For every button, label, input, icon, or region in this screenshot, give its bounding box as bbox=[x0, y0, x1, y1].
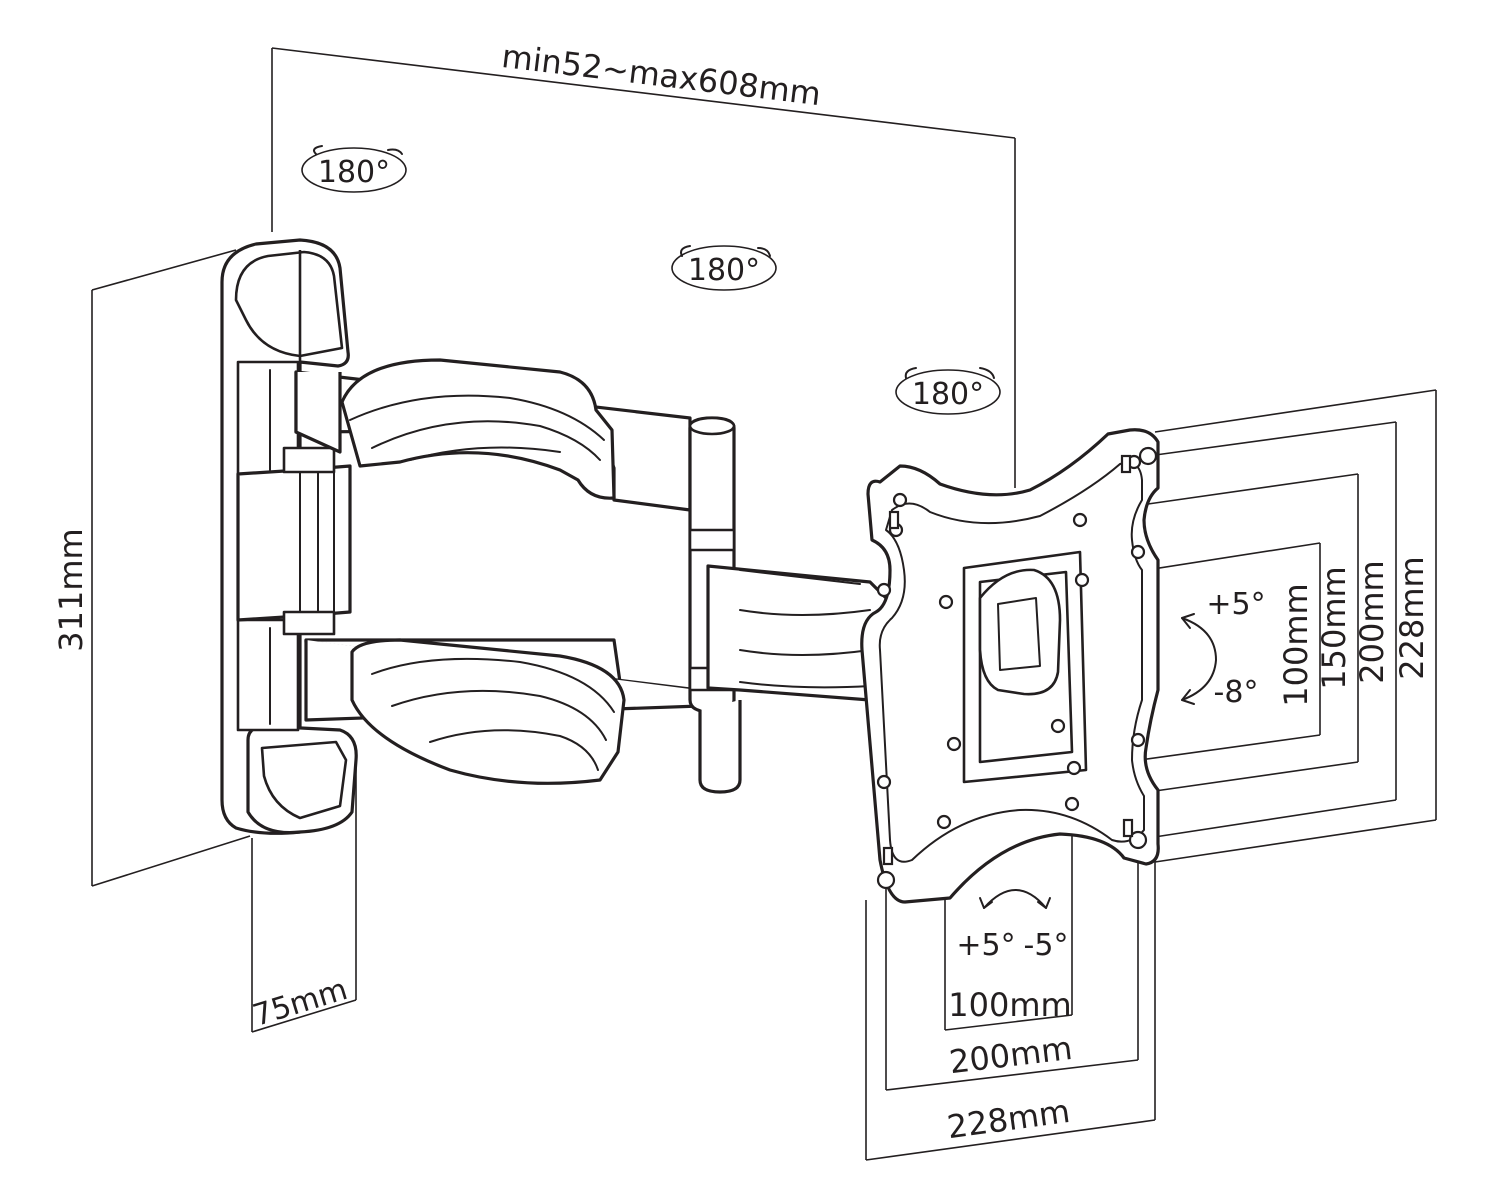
vesa-h-100-label: 100mm bbox=[948, 986, 1071, 1024]
head-pivot-rotation-label: 180° bbox=[912, 377, 984, 412]
swivel-plus-label: +5° bbox=[956, 928, 1015, 963]
rotation-arrows bbox=[301, 145, 1217, 909]
upper-arm bbox=[294, 358, 692, 512]
labels: min52~max608mm 311mm 75mm 180° 180° 180°… bbox=[52, 37, 1431, 1146]
middle-pivot-rotation-label: 180° bbox=[688, 253, 760, 288]
depth-label: 75mm bbox=[249, 972, 352, 1034]
swivel-minus-label: -5° bbox=[1024, 928, 1069, 963]
middle-pivot-rotation-ellipse bbox=[671, 245, 777, 291]
wall-pivot-block bbox=[236, 446, 352, 636]
vesa-h-200-label: 200mm bbox=[947, 1029, 1074, 1081]
height-label: 311mm bbox=[52, 528, 90, 651]
lower-arm bbox=[304, 638, 702, 785]
vesa-h-228-label: 228mm bbox=[945, 1092, 1072, 1146]
vesa-v-150-label: 150mm bbox=[1315, 566, 1353, 689]
extension-label: min52~max608mm bbox=[500, 37, 823, 113]
wall-pivot-rotation-ellipse bbox=[301, 147, 407, 193]
vesa-head-plate bbox=[860, 428, 1160, 904]
tilt-down-label: -8° bbox=[1214, 675, 1259, 710]
wall-pivot-rotation-label: 180° bbox=[318, 155, 390, 190]
tilt-arrow-arc bbox=[1181, 617, 1217, 701]
vesa-v-228-label: 228mm bbox=[1393, 556, 1431, 679]
vesa-v-200-label: 200mm bbox=[1353, 560, 1391, 683]
tilt-up-label: +5° bbox=[1206, 587, 1265, 622]
dimension-lines bbox=[91, 47, 1437, 1161]
head-pivot-rotation-ellipse bbox=[895, 369, 1001, 415]
vesa-v-100-label: 100mm bbox=[1277, 583, 1315, 706]
swivel-arrow-arc bbox=[983, 889, 1047, 909]
